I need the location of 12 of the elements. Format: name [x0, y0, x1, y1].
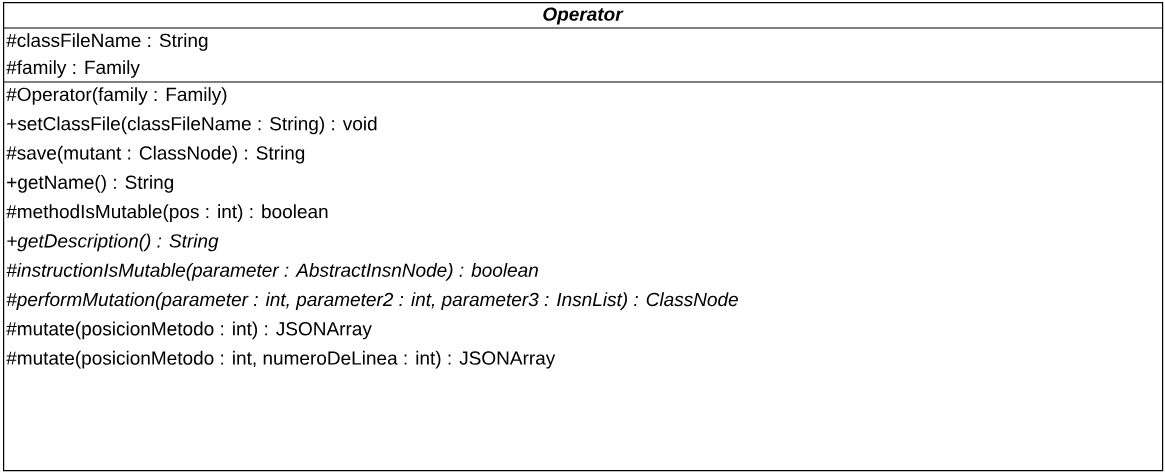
method-text: +setClassFile(classFileName : String) : void — [7, 116, 377, 135]
method-text: #mutate(posicionMetodo : int) : JSONArray — [6, 321, 372, 340]
method-text: #performMutation(parameter : int, parameter2 : int, parameter3 : InsnList) : ClassNode — [6, 292, 738, 310]
attribute-text: #family : Family — [6, 60, 140, 78]
attribute-text: #classFileName : String — [6, 33, 208, 51]
method-text: +getName() : String — [7, 175, 173, 193]
method-text: #methodIsMutable(pos : int) : boolean — [6, 204, 328, 223]
method-text: #mutate(posicionMetodo : int, numeroDeLinea : int) : JSONArray — [6, 350, 556, 369]
method-text: +getDescription() : String — [7, 233, 219, 252]
method-text: #save(mutant : ClassNode) : String — [6, 145, 305, 164]
method-text: #instructionIsMutable(parameter : AbstractInsnNode) : boolean — [6, 262, 538, 281]
method-text: #Operator(family : Family) — [6, 87, 227, 105]
